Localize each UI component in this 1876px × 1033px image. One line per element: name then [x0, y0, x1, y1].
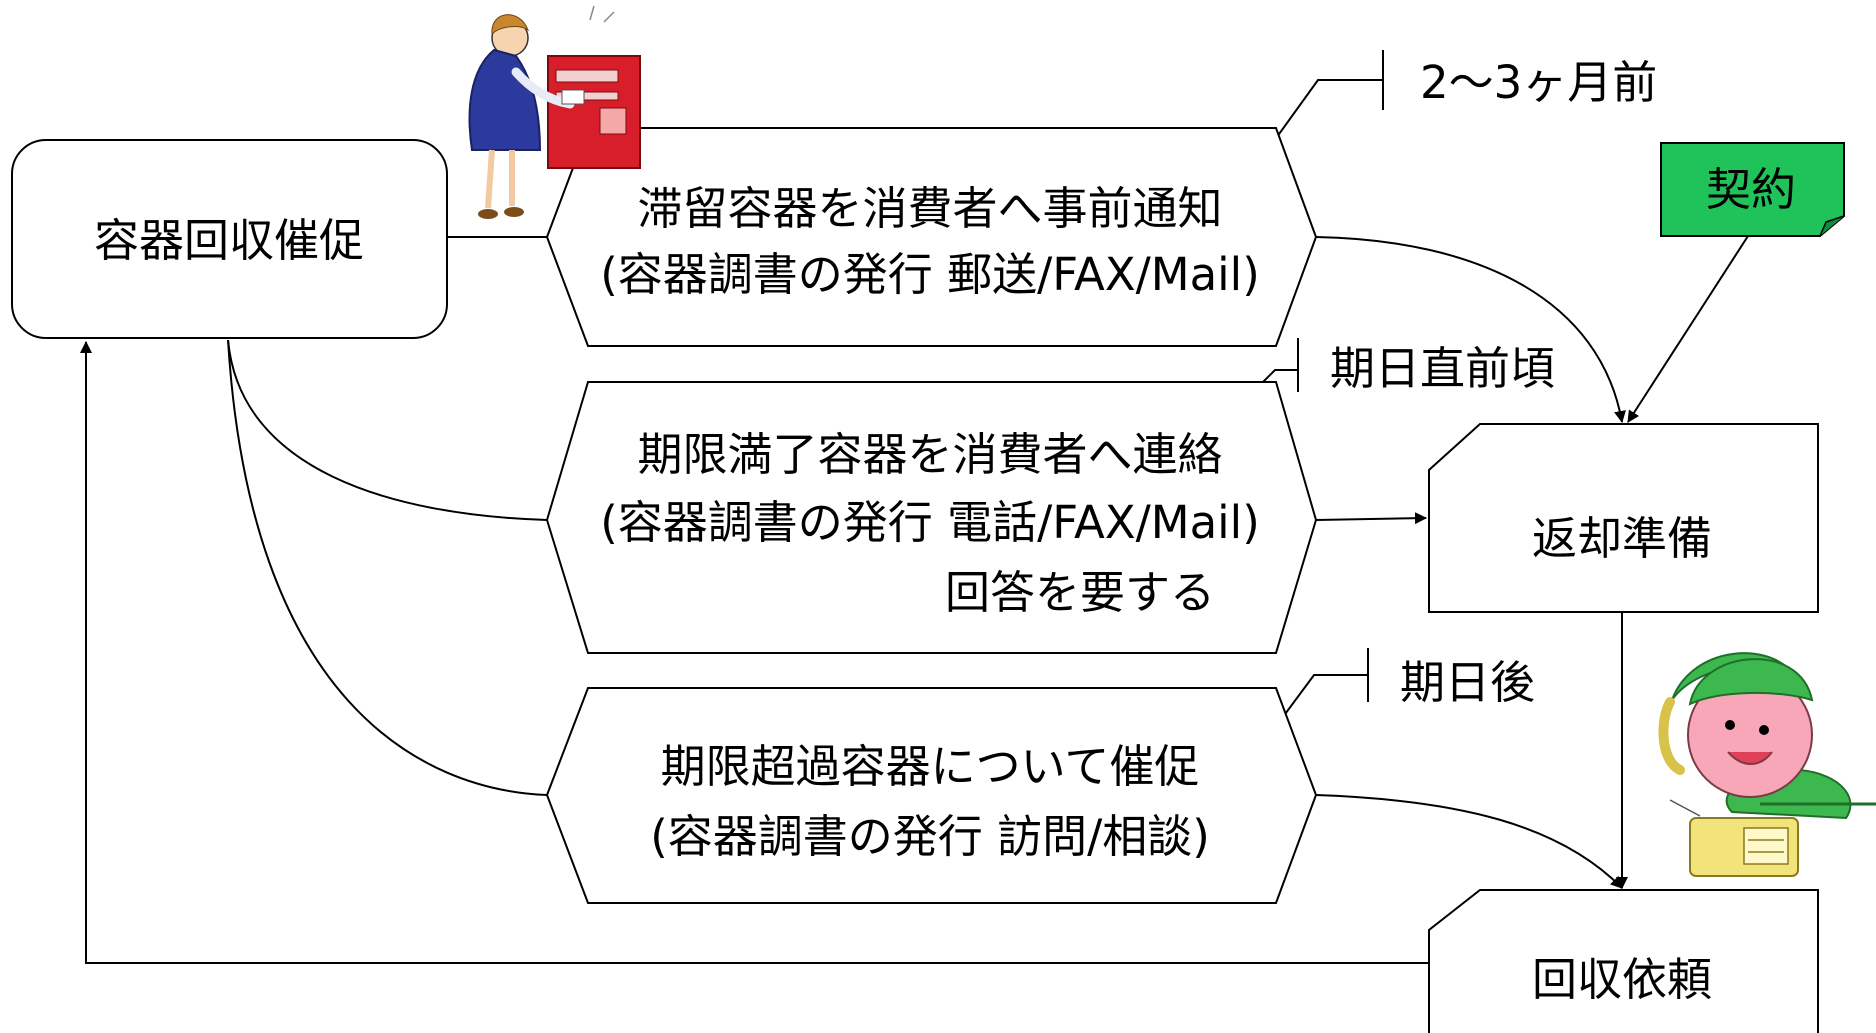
connector-step3-to-collect: [1315, 794, 1623, 889]
connector-contract-to-return: [1627, 235, 1749, 423]
timing-t3: 期日後: [1400, 656, 1535, 709]
connector-collect-to-start: [80, 341, 1429, 964]
step2-line2: (容器調書の発行 電話/FAX/Mail): [600, 496, 1260, 549]
connectors: [80, 235, 1749, 964]
timing-t2: 期日直前頃: [1330, 342, 1555, 395]
contract-label: 契約: [1706, 163, 1796, 216]
step1-hexagon: [545, 127, 1318, 347]
step3-line2: (容器調書の発行 訪問/相談): [650, 810, 1210, 863]
timing-t1: 2～3ヶ月前: [1420, 56, 1657, 109]
contract-note-fold: [1819, 215, 1845, 237]
man-on-phone-icon: [1658, 652, 1876, 877]
step1-line1: 滞留容器を消費者へ事前通知: [637, 182, 1222, 235]
connector-start-to-step3: [227, 339, 548, 796]
step2-line3: 回答を要する: [945, 566, 1215, 619]
connector-start-to-step2: [227, 339, 548, 521]
step3-hexagon: [545, 687, 1318, 904]
step2-hexagon: [545, 381, 1318, 654]
return-prep-box: [1428, 423, 1819, 613]
connector-step2-to-return: [1315, 512, 1427, 525]
collect-request-box: [1428, 889, 1819, 1033]
connector-step1-to-return: [1315, 236, 1626, 423]
step1-line2: (容器調書の発行 郵送/FAX/Mail): [600, 248, 1260, 301]
step2-line1: 期限満了容器を消費者へ連絡: [637, 428, 1222, 481]
collect-request-label: 回収依頼: [1532, 953, 1712, 1006]
woman-mailing-letter-icon: [468, 5, 641, 219]
start-box: [11, 139, 448, 339]
step3-line1: 期限超過容器について催促: [661, 740, 1200, 793]
start-label: 容器回収催促: [94, 214, 364, 267]
return-prep-label: 返却準備: [1532, 512, 1712, 565]
